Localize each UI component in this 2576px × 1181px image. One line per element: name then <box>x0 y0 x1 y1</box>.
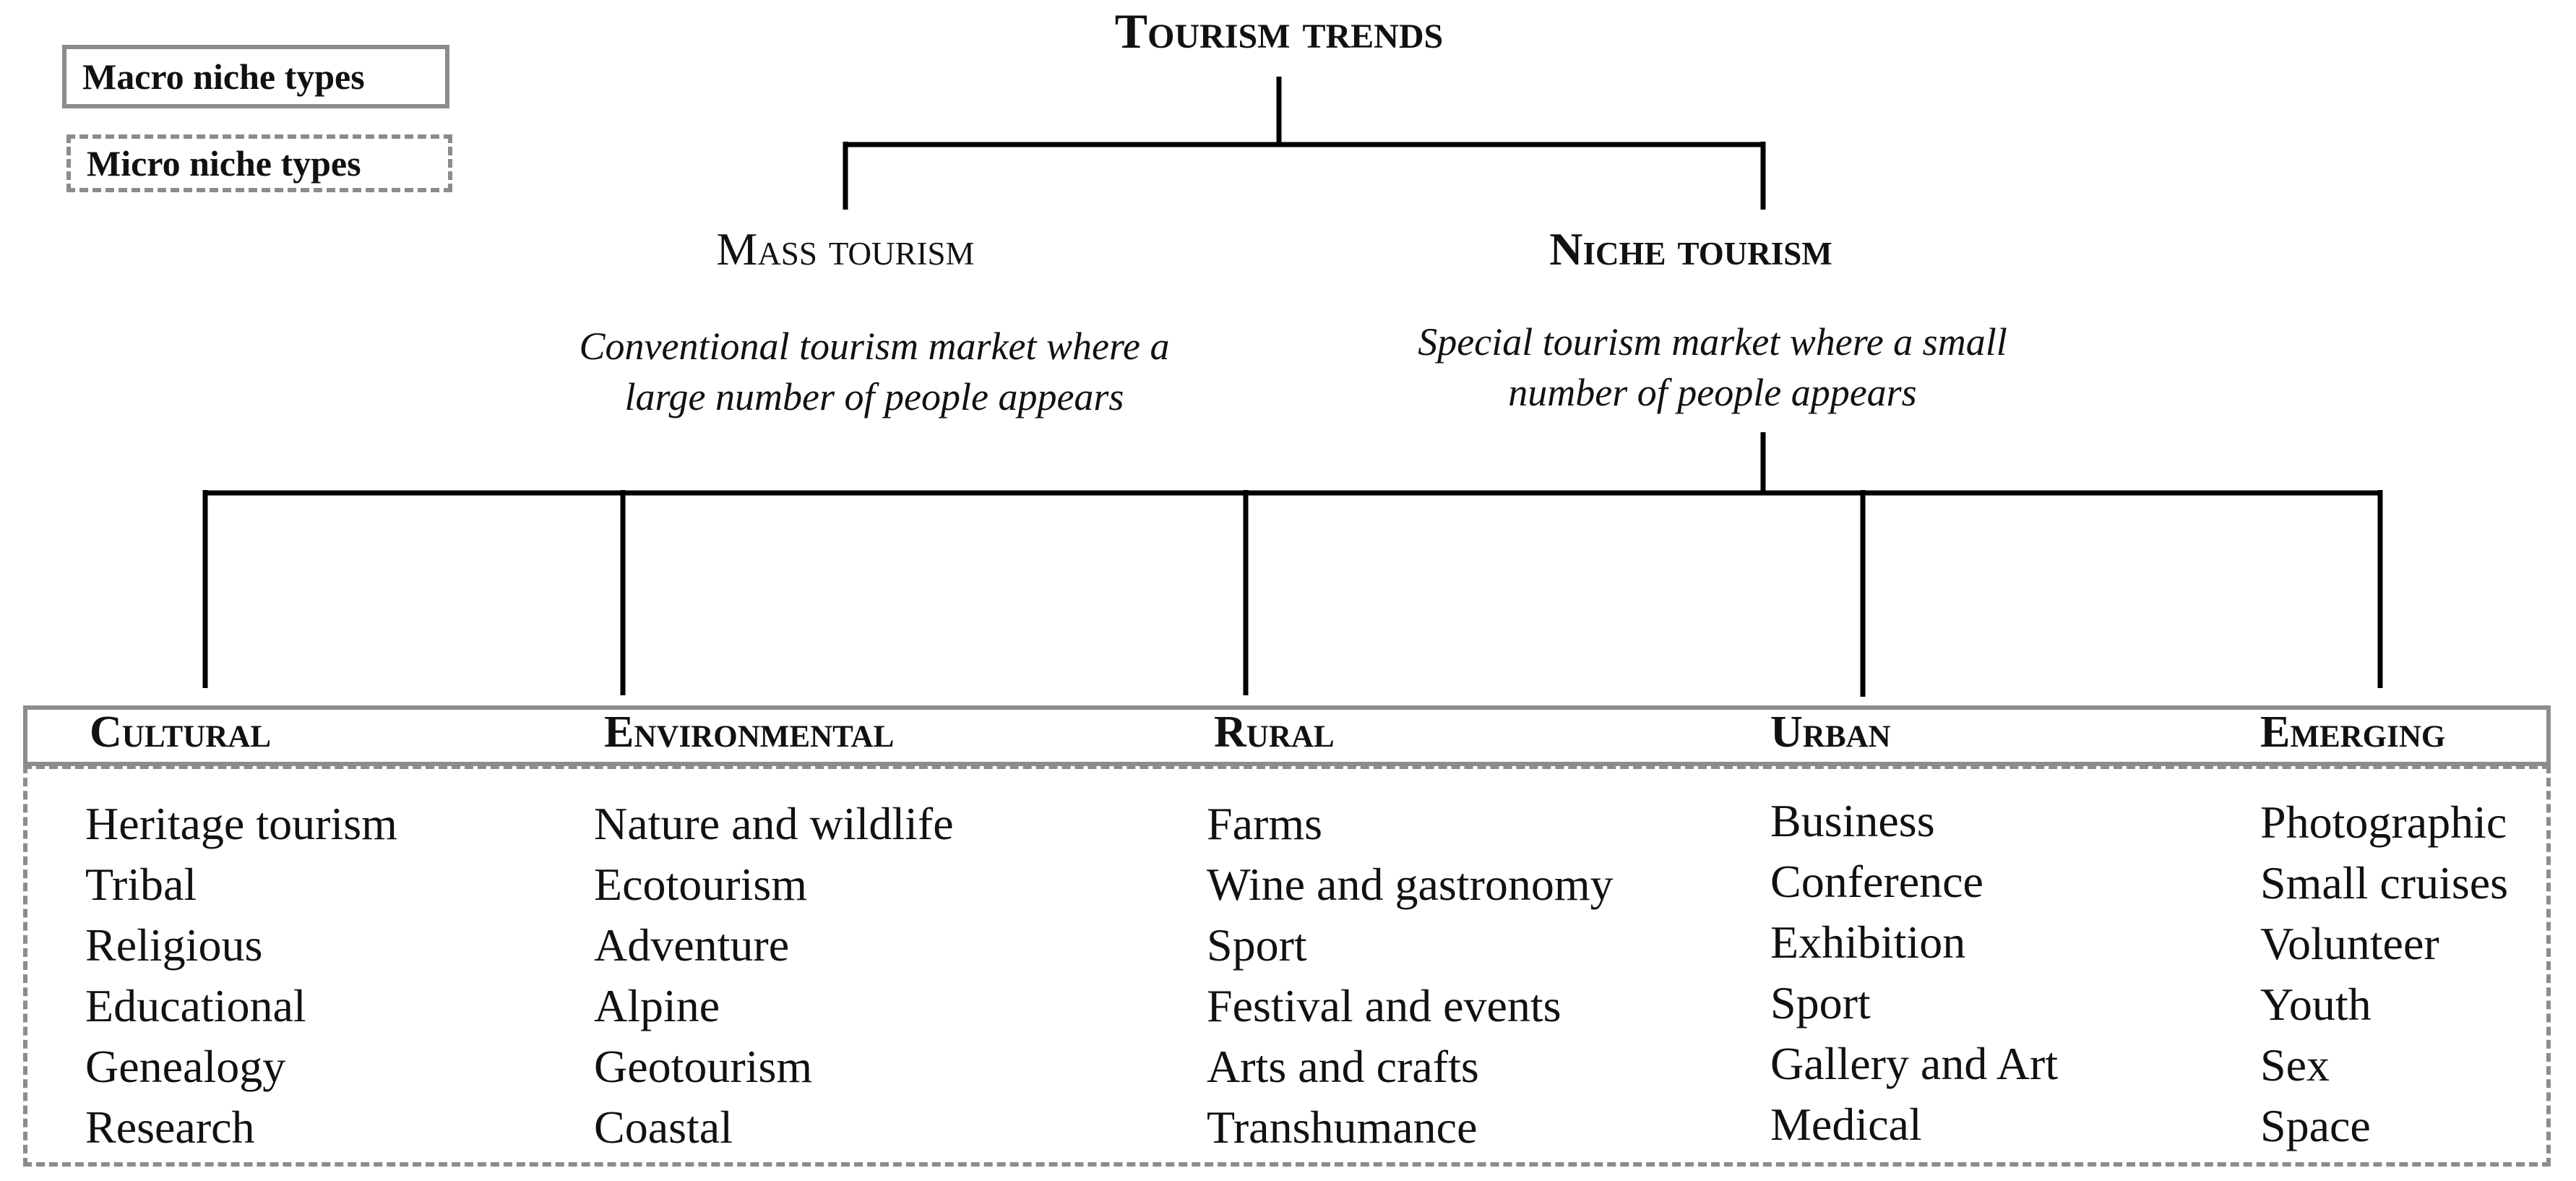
list-item: Arts and crafts <box>1207 1041 1479 1092</box>
macro-niche-row <box>23 705 2551 766</box>
category-rural-heading: Rural <box>1214 708 1335 757</box>
list-item: Sex <box>2260 1039 2330 1091</box>
list-item: Transhumance <box>1207 1101 1478 1153</box>
legend-macro-box: Macro niche types <box>62 45 449 108</box>
legend-micro-label: Micro niche types <box>87 143 361 184</box>
list-item: Volunteer <box>2260 918 2439 969</box>
list-item: Farms <box>1207 798 1322 849</box>
mass-tourism-description: Conventional tourism market where a larg… <box>579 325 1170 418</box>
category-environmental-heading: Environmental <box>604 708 895 757</box>
category-rural-list: Farms Wine and gastronomy Sport Festival… <box>1207 794 1614 1158</box>
list-item: Genealogy <box>85 1041 286 1092</box>
list-item: Space <box>2260 1100 2371 1151</box>
niche-tourism-description: Special tourism market where a small num… <box>1418 320 2007 414</box>
list-item: Wine and gastronomy <box>1207 859 1614 910</box>
list-item: Alpine <box>594 980 720 1031</box>
list-item: Tribal <box>85 859 197 910</box>
list-item: Sport <box>1207 919 1307 971</box>
legend-micro-box: Micro niche types <box>66 134 452 192</box>
micro-niche-box <box>23 765 2551 1167</box>
category-cultural-heading: Cultural <box>90 708 272 757</box>
category-cultural-list: Heritage tourism Tribal Religious Educat… <box>85 794 397 1158</box>
list-item: Photographic <box>2260 796 2507 848</box>
list-item: Heritage tourism <box>85 798 397 849</box>
list-item: Ecotourism <box>594 859 808 910</box>
list-item: Religious <box>85 919 263 971</box>
diagram-title: Tourism trends <box>1114 4 1444 59</box>
list-item: Nature and wildlife <box>594 798 954 849</box>
category-emerging-heading: Emerging <box>2260 708 2446 757</box>
list-item: Adventure <box>594 919 790 971</box>
list-item: Small cruises <box>2260 857 2509 909</box>
list-item: Business <box>1770 795 1935 846</box>
mass-tourism-title: Mass tourism <box>716 223 975 275</box>
list-item: Coastal <box>594 1101 733 1153</box>
list-item: Research <box>85 1101 255 1153</box>
category-emerging-list: Photographic Small cruises Volunteer You… <box>2260 792 2508 1156</box>
list-item: Youth <box>2260 979 2372 1030</box>
category-environmental-list: Nature and wildlife Ecotourism Adventure… <box>594 794 954 1158</box>
list-item: Gallery and Art <box>1770 1038 2059 1089</box>
list-item: Geotourism <box>594 1041 813 1092</box>
category-urban-heading: Urban <box>1770 708 1891 757</box>
list-item: Conference <box>1770 856 1983 907</box>
list-item: Medical <box>1770 1099 1922 1150</box>
list-item: Educational <box>85 980 306 1031</box>
list-item: Festival and events <box>1207 980 1561 1031</box>
legend-macro-label: Macro niche types <box>82 56 365 97</box>
niche-tourism-title: Niche tourism <box>1549 223 1832 275</box>
list-item: Exhibition <box>1770 916 1966 968</box>
category-urban-list: Business Conference Exhibition Sport Gal… <box>1770 791 2058 1155</box>
list-item: Sport <box>1770 977 1871 1028</box>
